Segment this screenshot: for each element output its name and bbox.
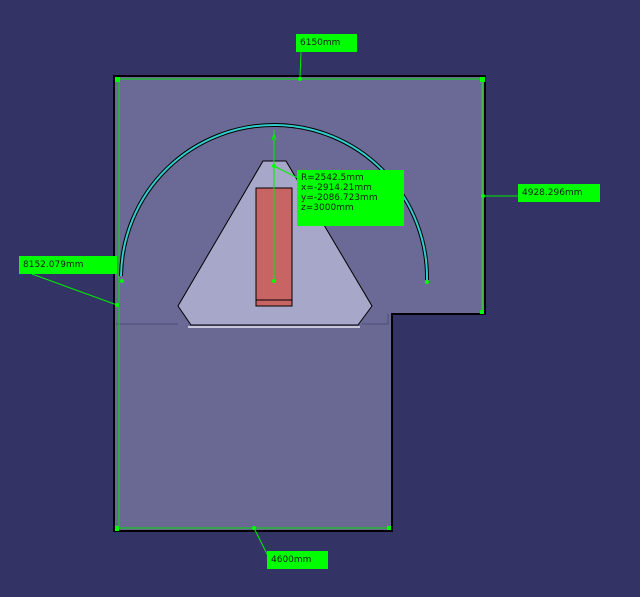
arc-center-y: y=-2086.723mm — [301, 193, 378, 203]
arc-center-z: z=3000mm — [301, 203, 354, 213]
arc-info-tooltip: R=2542.5mm x=-2914.21mm y=-2086.723mm z=… — [297, 170, 404, 226]
arc-center-x: x=-2914.21mm — [301, 183, 372, 193]
arc-endpoint-left[interactable] — [120, 279, 124, 283]
dimension-bottom-width[interactable]: 4600mm — [267, 551, 328, 569]
dimension-right-height[interactable]: 4928.296mm — [518, 184, 600, 202]
dimension-leaders — [31, 51, 520, 557]
radius-leader — [271, 130, 299, 283]
dimension-left-height[interactable]: 8152.079mm — [19, 256, 117, 274]
arc-radius: R=2542.5mm — [301, 173, 364, 183]
dimension-top-width[interactable]: 6150mm — [296, 34, 357, 52]
arc-feature[interactable] — [119, 123, 430, 284]
arc-endpoint-right[interactable] — [425, 280, 429, 284]
